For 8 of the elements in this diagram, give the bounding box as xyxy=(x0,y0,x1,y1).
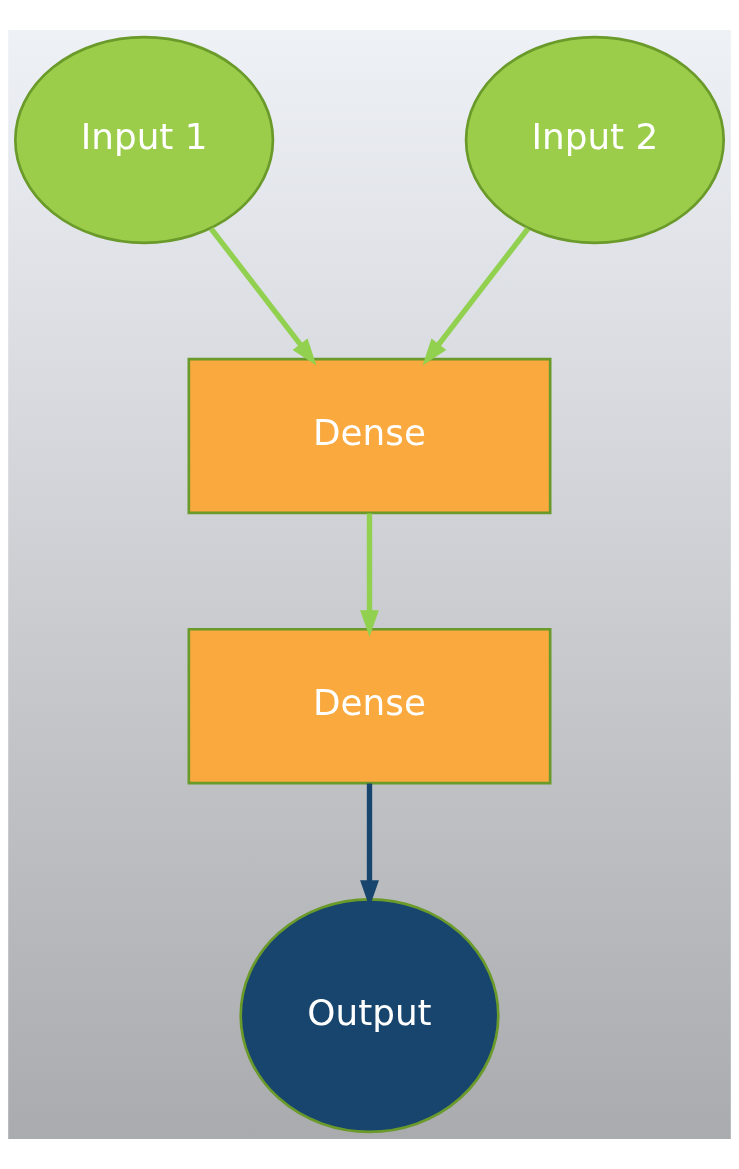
node-box: Dense xyxy=(187,357,552,515)
node-circle: Output xyxy=(239,897,500,1134)
arrow xyxy=(422,227,530,366)
node-box: Dense xyxy=(187,627,552,785)
node-ellipse: Input 2 xyxy=(464,35,725,245)
arrow xyxy=(360,513,379,638)
node-ellipse: Input 1 xyxy=(14,35,275,245)
arrow xyxy=(209,227,317,366)
